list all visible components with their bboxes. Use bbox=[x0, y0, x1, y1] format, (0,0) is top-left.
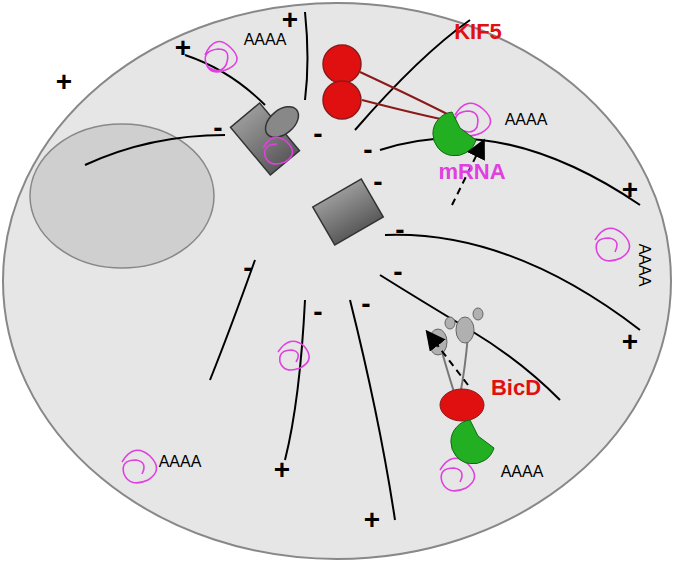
adaptor-label: BicD bbox=[491, 377, 541, 399]
plus-end: + bbox=[56, 68, 72, 96]
motor-label: KIF5 bbox=[454, 21, 502, 43]
minus-end: - bbox=[243, 254, 252, 282]
plus-end: + bbox=[364, 506, 380, 534]
minus-end: - bbox=[213, 114, 222, 142]
polya-tail: AAAA bbox=[244, 32, 287, 48]
minus-end: - bbox=[361, 290, 370, 318]
minus-end: - bbox=[393, 258, 402, 286]
minus-end: - bbox=[395, 216, 404, 244]
minus-end: - bbox=[313, 120, 322, 148]
minus-end: - bbox=[373, 168, 382, 196]
polya-tail: AAAA bbox=[159, 454, 202, 470]
plus-end: + bbox=[282, 6, 298, 34]
plus-end: + bbox=[622, 176, 638, 204]
polya-tail: AAAA bbox=[505, 112, 548, 128]
polya-tail: AAAA bbox=[636, 244, 652, 287]
molecule-label: mRNA bbox=[438, 161, 505, 183]
minus-end: - bbox=[363, 136, 372, 164]
plus-end: + bbox=[274, 456, 290, 484]
polya-tail: AAAA bbox=[501, 464, 544, 480]
plus-end: + bbox=[622, 328, 638, 356]
plus-end: + bbox=[175, 34, 191, 62]
minus-end: - bbox=[313, 298, 322, 326]
